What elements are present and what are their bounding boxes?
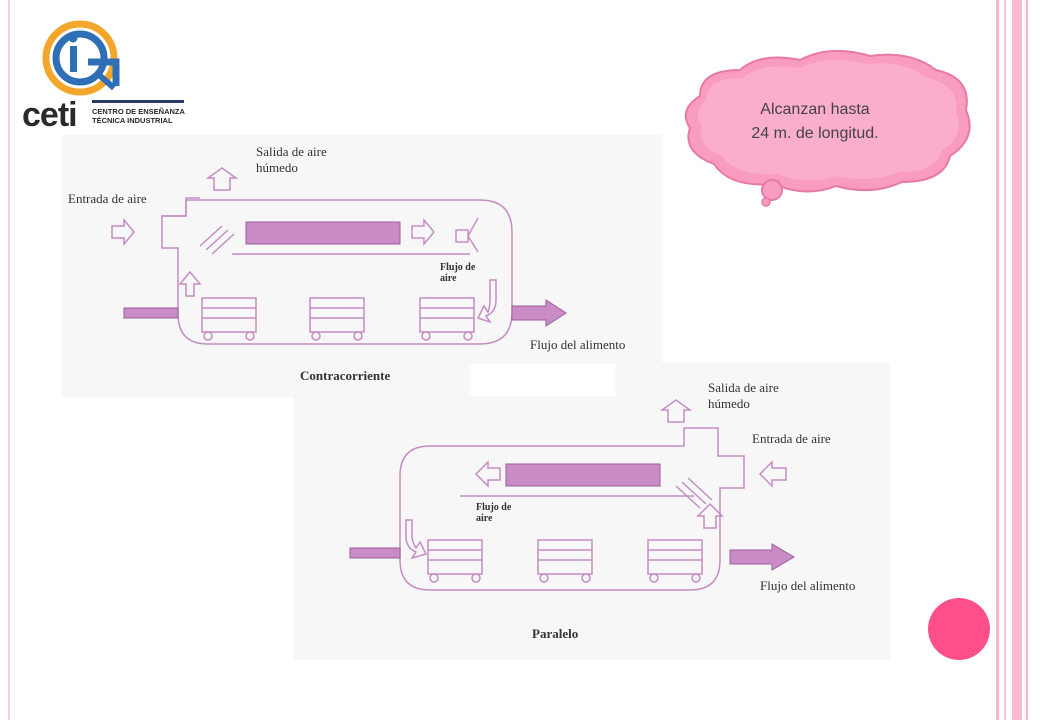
bottom-entrada-aire-label: Entrada de aire <box>752 431 831 446</box>
accent-circle <box>928 598 990 660</box>
bottom-tray-3 <box>647 539 703 583</box>
top-salida-line1: Salida de aire <box>256 144 327 159</box>
top-air-out-arrow <box>205 167 239 191</box>
top-flujo-aire-line2: aire <box>440 273 457 284</box>
bottom-salida-line1: Salida de aire <box>708 380 779 395</box>
top-tray-3 <box>419 297 475 341</box>
bottom-flujo-aire-line2: aire <box>476 513 493 524</box>
top-heater-bar <box>245 221 401 245</box>
bottom-arrow-up-right <box>696 502 724 529</box>
callout-line2: 24 m. de longitud. <box>751 125 879 142</box>
callout-text: Alcanzan hasta 24 m. de longitud. <box>700 98 930 146</box>
callout-line1: Alcanzan hasta <box>760 101 870 118</box>
top-flujo-aire-label: Flujo de aire <box>440 262 475 284</box>
top-food-in-bar <box>123 307 179 319</box>
bottom-salida-aire-label: Salida de aire húmedo <box>708 380 779 412</box>
top-arrow-curl <box>476 279 497 324</box>
top-salida-line2: húmedo <box>256 160 298 175</box>
panel-gap <box>470 364 615 396</box>
bottom-air-in-arrow <box>758 460 787 488</box>
logo-word: ceti <box>22 96 78 134</box>
bottom-flujo-alimento-label: Flujo del alimento <box>760 578 856 593</box>
bottom-flujo-aire-line1: Flujo de <box>476 502 512 513</box>
frame-line-2 <box>1004 0 1006 720</box>
bottom-food-in-bar <box>349 547 401 559</box>
top-food-out-arrow <box>511 299 567 327</box>
top-air-in-arrow <box>111 217 135 247</box>
top-flujo-alimento-label: Flujo del alimento <box>530 337 626 352</box>
logo-line1: CENTRO DE ENSEÑANZA <box>92 107 185 116</box>
top-arrow-up-left <box>178 270 202 297</box>
callout-cloud <box>684 49 971 207</box>
ceti-logo: ceti CENTRO DE ENSEÑANZA TÉCNICA INDUSTR… <box>22 18 187 134</box>
bottom-diagram-panel <box>294 362 890 660</box>
bottom-salida-line2: húmedo <box>708 396 750 411</box>
top-salida-aire-label: Salida de aire húmedo <box>256 144 327 176</box>
frame-line-1 <box>996 0 999 720</box>
top-damper <box>455 229 469 243</box>
top-entrada-aire-label: Entrada de aire <box>68 191 147 206</box>
logo-subtitle: CENTRO DE ENSEÑANZA TÉCNICA INDUSTRIAL <box>92 107 185 125</box>
frame-line-4 <box>1026 0 1028 720</box>
top-diagram-panel <box>62 135 662 397</box>
bottom-air-out-arrow <box>659 399 693 423</box>
logo-bar <box>92 100 184 103</box>
frame-line-3 <box>1012 0 1022 720</box>
bottom-tray-2 <box>537 539 593 583</box>
bottom-flujo-aire-label: Flujo de aire <box>476 502 511 524</box>
logo-line2: TÉCNICA INDUSTRIAL <box>92 116 173 125</box>
top-caption: Contracorriente <box>300 368 391 383</box>
top-arrow-right-small <box>411 217 435 247</box>
top-inlet-duct <box>162 197 200 217</box>
top-flujo-aire-line1: Flujo de <box>440 262 476 273</box>
bottom-caption: Paralelo <box>532 626 579 641</box>
ceti-emblem-icon <box>42 20 120 96</box>
bottom-arrow-curl <box>405 519 428 560</box>
bottom-food-out-arrow <box>729 543 795 571</box>
bottom-heater-bar <box>505 463 661 487</box>
bottom-chamber-outline <box>399 427 745 591</box>
top-tray-2 <box>309 297 365 341</box>
bottom-arrow-left-small <box>474 460 501 488</box>
left-edge-line <box>8 0 10 720</box>
bottom-tray-1 <box>427 539 483 583</box>
top-tray-1 <box>201 297 257 341</box>
